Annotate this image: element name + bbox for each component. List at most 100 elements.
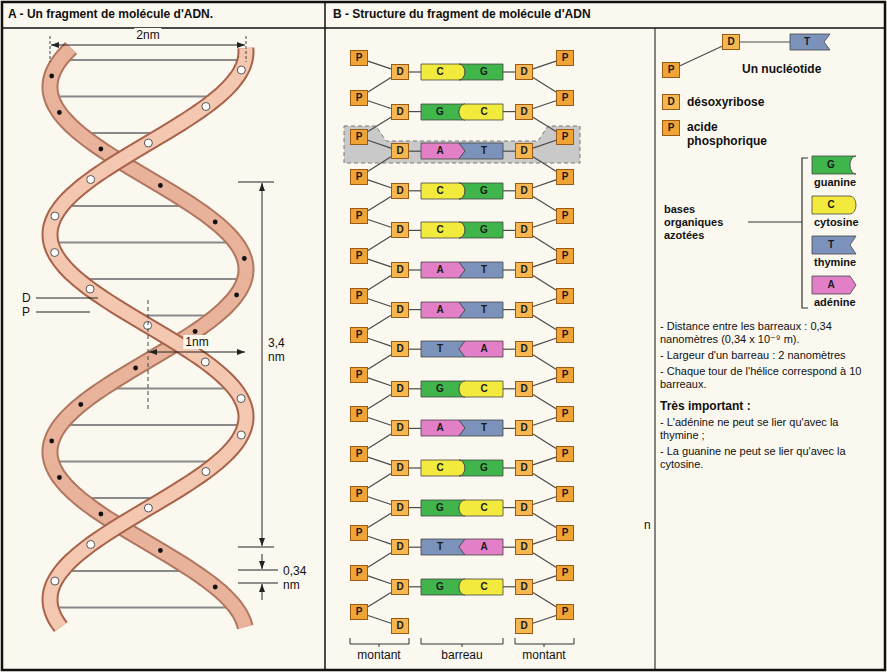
bracket [421, 638, 503, 647]
backbone-link [533, 553, 556, 567]
sugar-box: D [391, 539, 409, 555]
base-outline-path [459, 222, 503, 238]
base-outline-path [421, 262, 465, 278]
sugar-box: D [515, 183, 533, 199]
box-letter: P [356, 528, 363, 538]
dimension-tick [238, 182, 274, 183]
base-outline-group [459, 183, 503, 199]
backbone-link [503, 309, 515, 310]
base-outline-group [459, 539, 503, 555]
base-outline-path [459, 579, 503, 595]
backbone-link [368, 101, 391, 109]
base-shape: G [421, 381, 465, 397]
bracket [515, 638, 574, 647]
bracket-label: barreau [441, 648, 482, 662]
base-outline-path [421, 341, 465, 357]
sugar-box: D [391, 500, 409, 516]
base-outline-group [421, 381, 465, 397]
base-outline-path [459, 183, 503, 199]
leader-line [36, 312, 90, 313]
base-shape: G [459, 222, 503, 238]
base-letter: T [465, 143, 503, 159]
sugar-box: D [391, 381, 409, 397]
backbone-link [368, 117, 391, 131]
box-letter: P [356, 568, 363, 578]
sugar-dot [57, 110, 62, 115]
box-letter: P [562, 607, 569, 617]
backbone-link [503, 428, 515, 429]
phosphate-box: P [556, 406, 574, 422]
base-shape: C [459, 579, 503, 595]
base-letter: C [465, 104, 503, 120]
base-outline-group [421, 302, 465, 318]
base-letter: A [421, 420, 459, 436]
backbone-link [368, 457, 391, 465]
dimension-tick [238, 570, 278, 571]
box-letter: D [396, 186, 403, 196]
dimension-tick [238, 583, 278, 584]
backbone-link [409, 230, 421, 231]
backbone-link [368, 616, 391, 624]
box-letter: P [562, 449, 569, 459]
dimension-label: 2nm [134, 28, 161, 42]
box-letter: D [667, 97, 674, 107]
sugar-dot [78, 402, 83, 407]
base-pair-rung [77, 278, 244, 280]
sugar-box: D [391, 183, 409, 199]
backbone-link [503, 467, 515, 468]
box-letter: P [562, 251, 569, 261]
panel-divider [655, 28, 656, 670]
phosphate-box: P [556, 90, 574, 106]
phosphate-box: P [350, 367, 368, 383]
leader-line [36, 298, 98, 299]
backbone-link [680, 46, 722, 66]
backbone-link [740, 41, 790, 42]
box-letter: P [562, 489, 569, 499]
box-letter: D [396, 423, 403, 433]
box-letter: P [562, 370, 569, 380]
sugar-box: D [515, 64, 533, 80]
box-letter: P [562, 93, 569, 103]
base-outline-group [421, 341, 465, 357]
base-outline-group [421, 143, 465, 159]
base-letter: G [421, 381, 459, 397]
base-outline-group [421, 579, 465, 595]
phosphate-box: P [350, 327, 368, 343]
backbone-link [503, 269, 515, 270]
phosphate-dot [51, 249, 59, 257]
box-letter: D [396, 265, 403, 275]
sugar-box: D [391, 341, 409, 357]
dimension-line [262, 183, 263, 546]
base-shape: A [421, 143, 465, 159]
base-shape: C [459, 381, 503, 397]
backbone-link [368, 355, 391, 369]
phosphate-dot [237, 66, 245, 74]
backbone-link [368, 157, 391, 171]
backbone-link [409, 507, 421, 508]
backbone-link [503, 230, 515, 231]
sugar-dot [49, 74, 54, 79]
backbone-link [533, 196, 556, 210]
leader-line [748, 222, 802, 223]
base-letter: T [465, 262, 503, 278]
phosphate-box: P [556, 248, 574, 264]
backbone-link [503, 586, 515, 587]
sugar-box: D [391, 222, 409, 238]
dimension-label: 3,4 nm [268, 336, 298, 364]
base-letter: C [421, 222, 459, 238]
backbone-link [368, 61, 391, 69]
panel-heading: B - Structure du fragment de molécule d'… [333, 7, 591, 21]
helix-axis [148, 300, 149, 410]
base-shape: G [459, 64, 503, 80]
base-outline-path [790, 34, 830, 50]
base-letter: T [465, 302, 503, 318]
box-letter: D [520, 265, 527, 275]
base-outline-group [459, 302, 503, 318]
sugar-dot [49, 439, 54, 444]
base-shape: G [421, 579, 465, 595]
part-label: D [22, 291, 31, 305]
phosphate-dot [237, 395, 245, 403]
backbone-link [368, 553, 391, 567]
phosphate-box: P [350, 486, 368, 502]
base-letter: T [812, 236, 850, 254]
